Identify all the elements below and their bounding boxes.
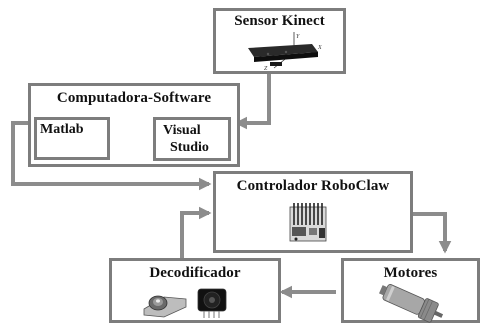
arrow-computer-to-roboclaw <box>11 121 212 191</box>
controller-board-icon <box>289 203 327 242</box>
arrow-kinect-to-computer <box>234 70 271 130</box>
arrow-roboclaw-to-motores <box>411 212 452 254</box>
axis-x-label: X <box>317 45 322 51</box>
matlab-box: Matlab <box>34 117 110 160</box>
axis-z-label: Z <box>264 66 268 72</box>
visual-studio-label-line2: Studio <box>170 140 209 155</box>
roboclaw-title: Controlador RoboClaw <box>236 178 390 194</box>
matlab-label: Matlab <box>40 122 84 137</box>
kinect-title: Sensor Kinect <box>234 13 325 29</box>
motors-title: Motores <box>383 265 438 281</box>
gearmotor-icon <box>378 284 444 323</box>
encoder-icon <box>143 288 227 318</box>
kinect-sensor-icon: Y X Z <box>248 32 322 72</box>
visual-studio-box: Visual Studio <box>153 117 231 161</box>
decoder-title: Decodificador <box>149 265 241 281</box>
kinect-sensor-box: Sensor Kinect Y X Z <box>213 8 346 74</box>
motors-box: Motores <box>341 258 480 323</box>
computer-title: Computadora-Software <box>56 90 212 106</box>
decoder-box: Decodificador <box>109 258 281 323</box>
visual-studio-label-line1: Visual <box>163 123 201 138</box>
axis-y-label: Y <box>296 34 300 40</box>
arrow-decodificador-to-roboclaw <box>180 206 212 258</box>
roboclaw-controller-box: Controlador RoboClaw <box>213 171 413 253</box>
